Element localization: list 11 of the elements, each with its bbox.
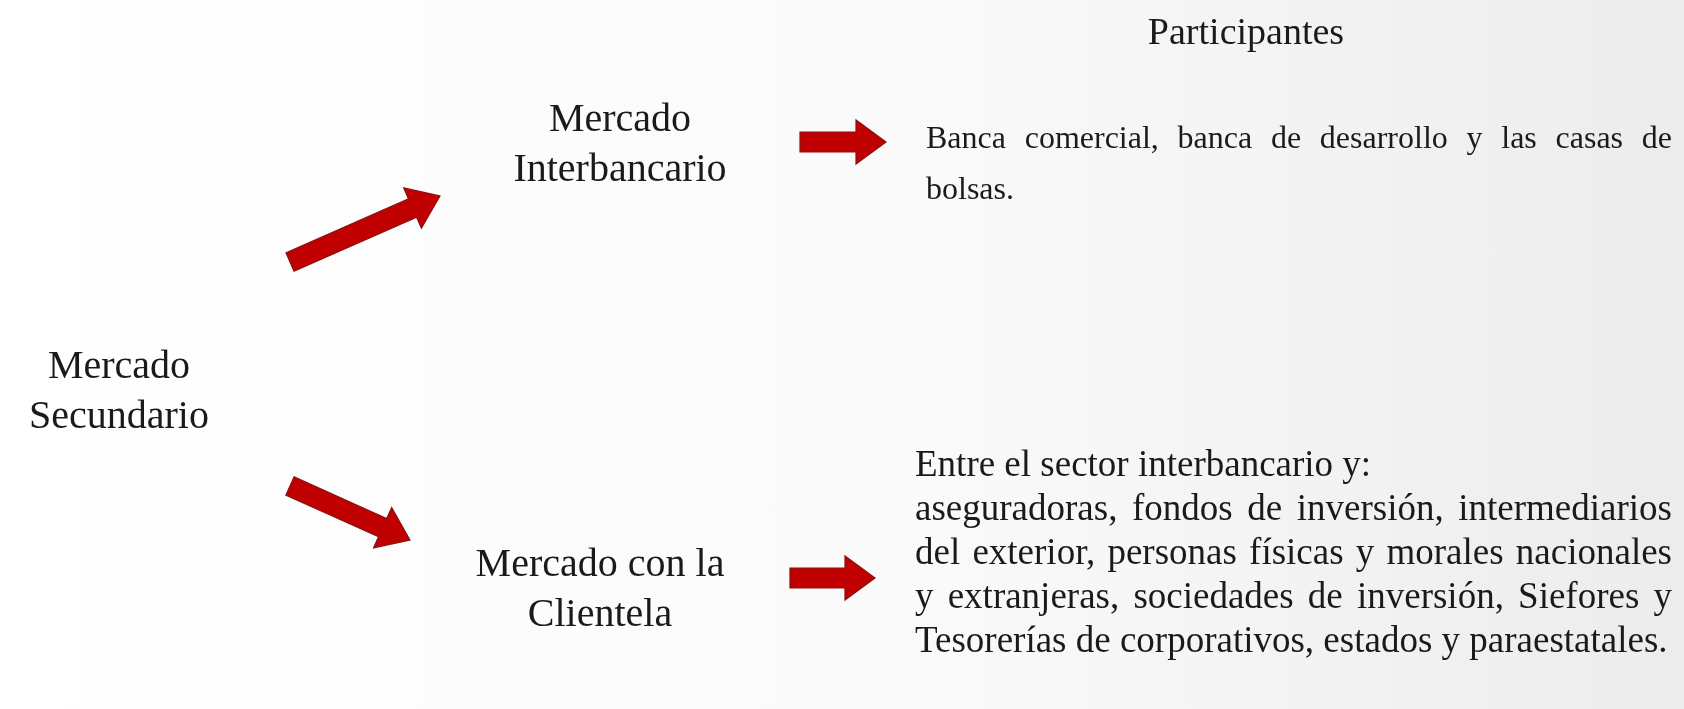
block-arrow	[789, 554, 876, 602]
block-arrow	[285, 187, 441, 272]
market-label: Mercado Secundario	[28, 341, 210, 439]
block-arrow	[285, 476, 411, 549]
description-text: Entre el sector interbancario y:	[915, 442, 1373, 486]
description-text: aseguradoras, fondos de inversión, intermediarios del exterior, personas físicas y morales nacionales y extranjeras, sociedades de inversión, Siefores y Tesorerías de corporativos, estados y paraestatales.	[915, 486, 1672, 662]
market-label: Mercado Interbancario	[512, 93, 728, 192]
block-arrow	[799, 118, 887, 166]
description-text: Banca comercial, banca de desarrollo y las casas de bolsas.	[926, 118, 1672, 208]
column-heading: Participantes	[1146, 9, 1346, 54]
market-label: Mercado con la Clientela	[475, 538, 725, 637]
